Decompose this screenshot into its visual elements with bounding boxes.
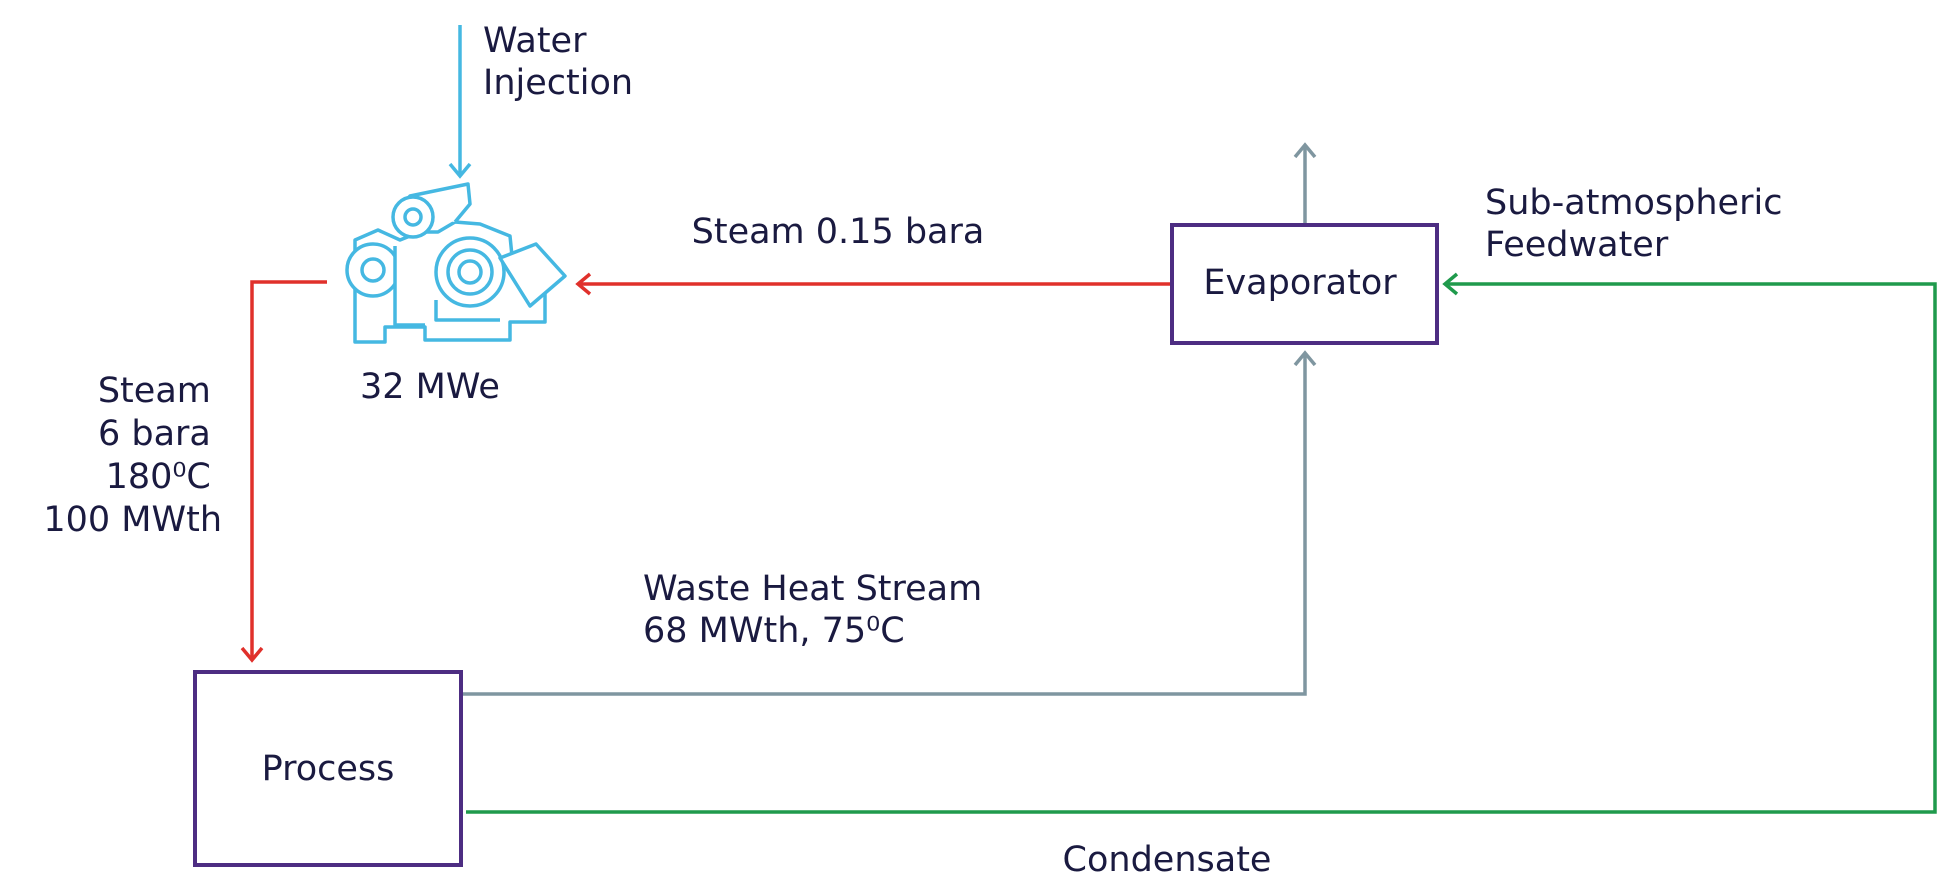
steam-process-line-3: 180⁰C	[106, 457, 211, 497]
feedwater-line-2: Feedwater	[1485, 225, 1669, 265]
waste-heat-line-1: Waste Heat Stream	[643, 569, 982, 609]
turbine-icon	[345, 182, 567, 344]
steam-low-pressure-flow	[575, 272, 1172, 296]
condensate-label: Condensate	[1063, 840, 1272, 880]
evaporator-vent-flow	[1293, 142, 1317, 224]
waste-heat-label: Waste Heat Stream 68 MWth, 75⁰C	[643, 569, 993, 651]
turbine-output-label: 32 MWe	[360, 367, 500, 407]
feedwater-line-1: Sub-atmospheric	[1485, 183, 1782, 223]
evaporator-label: Evaporator	[1203, 263, 1397, 303]
steam-low-pressure-label: Steam 0.15 bara	[692, 212, 985, 252]
steam-process-label: Steam 6 bara 180⁰C 100 MWth	[43, 371, 222, 540]
steam-process-line-1: Steam	[98, 371, 211, 411]
water-injection-label: Water Injection	[483, 21, 633, 103]
water-injection-line-2: Injection	[483, 63, 633, 103]
process-node: Process	[193, 670, 463, 867]
waste-heat-line-2: 68 MWth, 75⁰C	[643, 611, 905, 651]
waste-heat-flow	[462, 350, 1317, 696]
water-injection-flow	[448, 25, 472, 179]
steam-process-line-4: 100 MWth	[43, 500, 222, 540]
condensate-flow	[466, 272, 1937, 814]
steam-process-line-2: 6 bara	[98, 414, 211, 454]
evaporator-node: Evaporator	[1170, 223, 1439, 345]
feedwater-label: Sub-atmospheric Feedwater	[1485, 183, 1794, 265]
process-label: Process	[262, 749, 395, 789]
steam-process-flow	[240, 280, 327, 663]
water-injection-line-1: Water	[483, 21, 587, 61]
